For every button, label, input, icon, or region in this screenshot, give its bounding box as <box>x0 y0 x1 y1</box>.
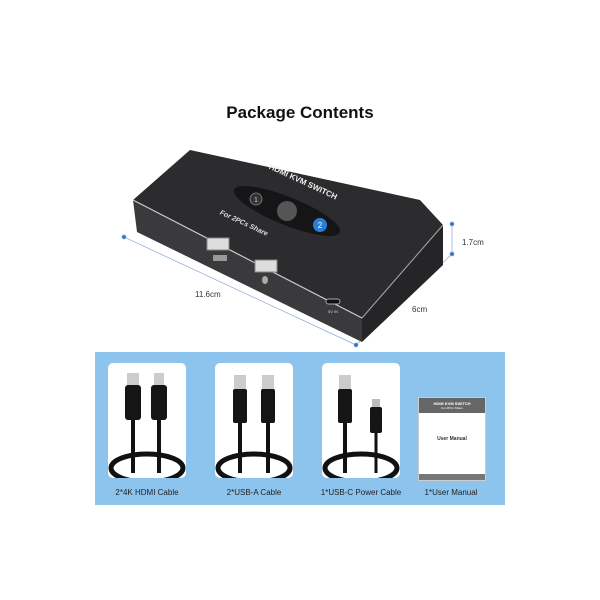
kvm-switch-image: 1 2 HDMI KVM SWITCH For 2PCs Share 5V IN <box>121 150 455 348</box>
manual-title: User Manual <box>437 436 467 442</box>
length-label: 11.6cm <box>195 290 221 299</box>
mouse-icon <box>262 276 268 284</box>
width-label: 6cm <box>412 305 428 314</box>
keyboard-icon <box>213 255 227 261</box>
usb-a-cable-card <box>215 363 293 478</box>
usb-c-cable-card <box>322 363 400 478</box>
item-label: 1*User Manual <box>424 488 478 497</box>
pc2-indicator <box>313 218 327 232</box>
pc1-indicator <box>249 192 263 206</box>
device-top-face <box>133 150 443 318</box>
switch-button[interactable] <box>277 201 297 221</box>
page-title: Package Contents <box>226 103 374 122</box>
usb-a-cable-icon <box>215 375 293 478</box>
device-right-face <box>362 225 443 342</box>
item-label: 2*4K HDMI Cable <box>115 488 179 497</box>
hdmi-cable-card <box>108 363 186 478</box>
item-label: 1*USB-C Power Cable <box>320 488 402 497</box>
usb-c-cable-icon <box>322 375 400 478</box>
device-front-face <box>133 200 362 342</box>
hdmi-cable-icon <box>108 373 186 478</box>
height-label: 1.7cm <box>462 238 484 247</box>
item-label: 2*USB-A Cable <box>226 488 282 497</box>
pc2-label: 2 <box>318 221 323 230</box>
usb-port-mouse <box>254 259 278 273</box>
usb-c-port <box>325 298 341 305</box>
usb-port-keyboard <box>206 237 230 251</box>
port-label: 5V IN <box>328 309 338 314</box>
pc1-label: 1 <box>254 197 258 204</box>
